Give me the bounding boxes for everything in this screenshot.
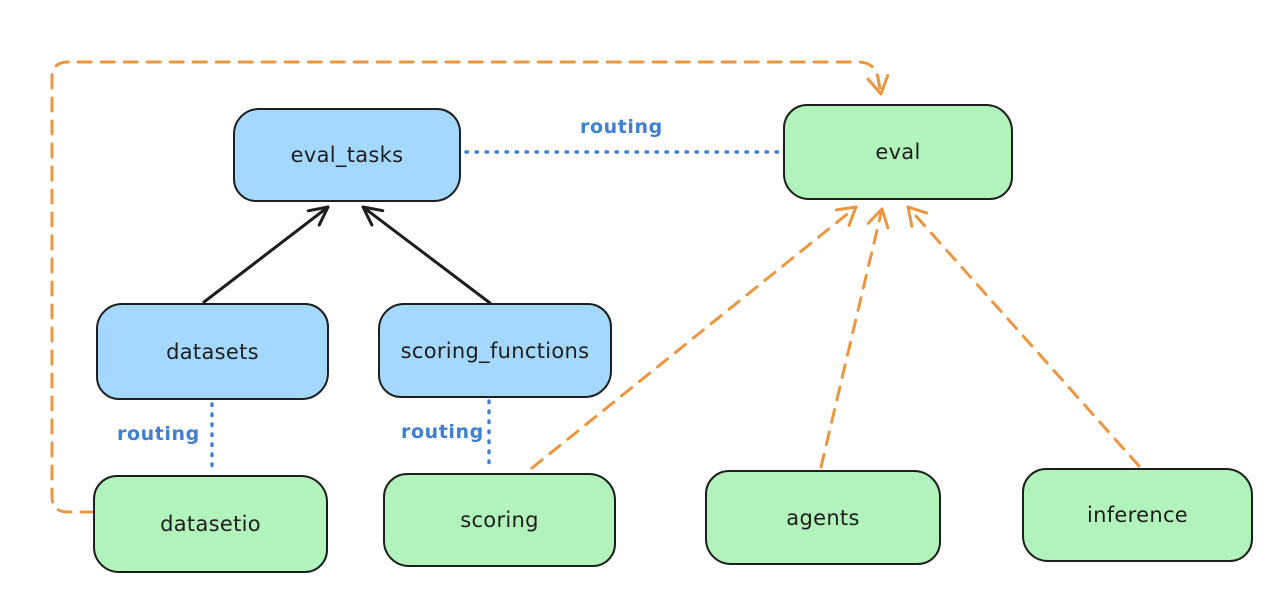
node-datasets: datasets — [96, 303, 329, 400]
edge-datasetio-to-eval — [50, 60, 890, 514]
node-inference: inference — [1022, 468, 1253, 562]
edge-scoring-functions-to-eval-tasks — [361, 205, 492, 305]
edge-agents-to-eval — [819, 207, 890, 469]
node-scoring: scoring — [383, 473, 616, 567]
node-scoring-functions: scoring_functions — [378, 303, 612, 398]
edge-label-routing-eval-tasks-eval: routing — [580, 116, 663, 138]
edge-label-routing-datasets-datasetio: routing — [117, 423, 200, 445]
edge-datasets-to-eval-tasks — [202, 205, 330, 304]
node-eval: eval — [783, 104, 1013, 200]
node-eval-tasks: eval_tasks — [233, 108, 461, 202]
edge-label-routing-scoring-functions-scoring: routing — [401, 421, 484, 443]
node-datasetio: datasetio — [93, 475, 328, 573]
edge-inference-to-eval — [906, 205, 1141, 468]
node-agents: agents — [705, 470, 941, 565]
edge-scoring-to-eval — [530, 205, 858, 470]
